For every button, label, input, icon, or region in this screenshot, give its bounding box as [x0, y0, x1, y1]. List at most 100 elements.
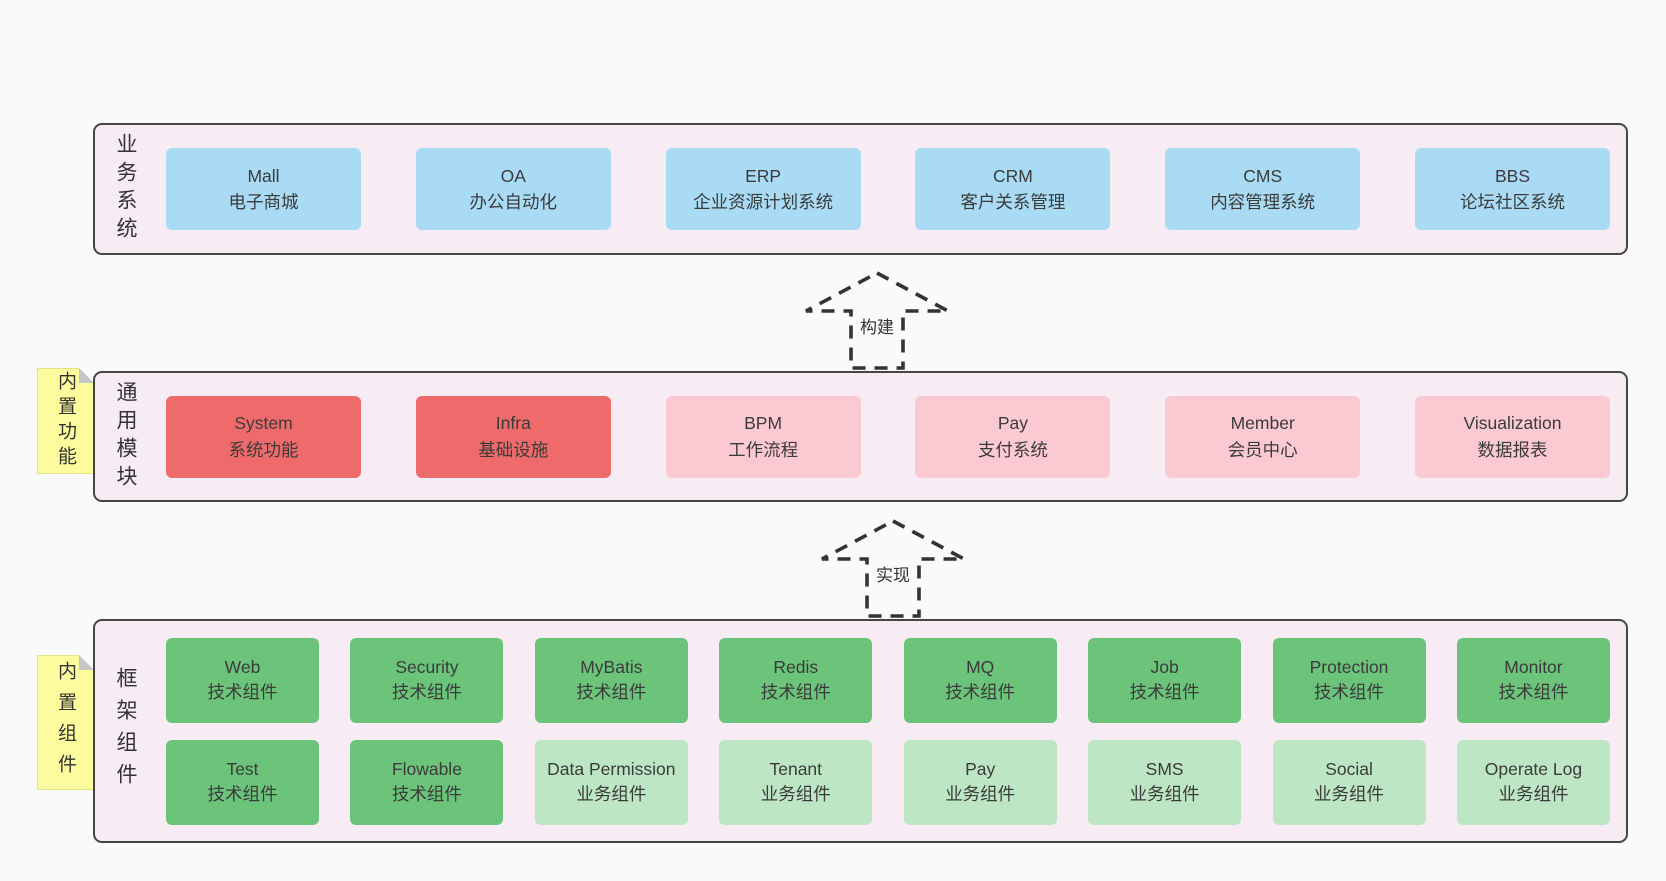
- component-boxes: Web 技术组件 Security 技术组件 MyBatis 技术组件 Redi…: [166, 637, 1610, 825]
- box-desc: 技术组件: [207, 784, 278, 804]
- dashed-up-arrow-icon: [821, 518, 965, 618]
- box-cms: CMS 内容管理系统: [1165, 148, 1361, 230]
- box-desc: 办公自动化: [469, 192, 558, 212]
- box-desc: 数据报表: [1477, 439, 1548, 460]
- box-security: Security 技术组件: [350, 637, 504, 723]
- box-job: Job 技术组件: [1088, 637, 1242, 723]
- implement-arrow-label: 实现: [874, 561, 912, 586]
- box-name: Infra: [495, 413, 531, 434]
- box-desc: 技术组件: [1129, 682, 1200, 702]
- box-mall: Mall 电子商城: [166, 148, 361, 230]
- box-desc: 业务组件: [1129, 784, 1200, 804]
- box-flowable: Flowable 技术组件: [350, 739, 504, 825]
- component-row-2: Test 技术组件 Flowable 技术组件 Data Permission …: [166, 739, 1610, 825]
- box-desc: 技术组件: [945, 682, 1016, 702]
- box-desc: 业务组件: [576, 784, 647, 804]
- box-desc: 电子商城: [228, 192, 299, 212]
- box-desc: 技术组件: [391, 784, 462, 804]
- layer-common-modules: 通用模块 System 系统功能 Infra 基础设施 BPM 工作流程 Pay…: [93, 371, 1628, 502]
- box-desc: 技术组件: [1498, 682, 1569, 702]
- box-bpm: BPM 工作流程: [665, 395, 861, 478]
- box-name: Mall: [247, 165, 280, 186]
- box-name: SMS: [1145, 759, 1184, 780]
- box-crm: CRM 客户关系管理: [915, 148, 1111, 230]
- box-desc: 技术组件: [576, 682, 647, 702]
- box-name: Protection: [1309, 657, 1389, 678]
- box-desc: 业务组件: [1498, 784, 1569, 804]
- box-name: Social: [1325, 759, 1373, 780]
- box-pay-component: Pay 业务组件: [903, 739, 1057, 825]
- box-visualization: Visualization 数据报表: [1414, 395, 1610, 478]
- box-desc: 技术组件: [391, 682, 462, 702]
- box-data-permission: Data Permission 业务组件: [534, 739, 688, 825]
- dashed-up-arrow-icon: [805, 270, 949, 370]
- business-boxes: Mall 电子商城 OA 办公自动化 ERP 企业资源计划系统 CRM 客户关系…: [166, 148, 1610, 230]
- box-tenant: Tenant 业务组件: [719, 739, 873, 825]
- build-arrow-label: 构建: [858, 313, 896, 338]
- box-infra: Infra 基础设施: [415, 395, 611, 478]
- box-desc: 内容管理系统: [1210, 192, 1316, 212]
- box-redis: Redis 技术组件: [719, 637, 873, 723]
- box-desc: 支付系统: [977, 439, 1048, 460]
- note-built-in-components: 内置组件: [37, 655, 94, 790]
- box-social: Social 业务组件: [1272, 739, 1426, 825]
- box-name: Job: [1150, 657, 1179, 678]
- note-built-in-features: 内置功能: [37, 368, 94, 474]
- box-desc: 技术组件: [1314, 682, 1385, 702]
- box-desc: 客户关系管理: [960, 192, 1066, 212]
- box-monitor: Monitor 技术组件: [1456, 637, 1610, 723]
- box-name: Redis: [773, 657, 819, 678]
- box-desc: 企业资源计划系统: [693, 192, 834, 212]
- box-oa: OA 办公自动化: [415, 148, 611, 230]
- box-test: Test 技术组件: [166, 739, 319, 825]
- box-sms: SMS 业务组件: [1088, 739, 1242, 825]
- box-pay-module: Pay 支付系统: [915, 395, 1111, 478]
- box-name: Flowable: [391, 759, 462, 780]
- box-name: Pay: [965, 759, 996, 780]
- box-mq: MQ 技术组件: [903, 637, 1057, 723]
- box-name: Data Permission: [547, 759, 676, 780]
- box-desc: 技术组件: [760, 682, 831, 702]
- box-name: Web: [224, 657, 261, 678]
- box-name: System: [234, 413, 293, 434]
- box-desc: 业务组件: [1314, 784, 1385, 804]
- box-name: Visualization: [1463, 413, 1562, 434]
- box-name: Member: [1230, 413, 1295, 434]
- layer-framework-components: 框架组件 Web 技术组件 Security 技术组件 MyBatis 技术组件…: [93, 619, 1628, 843]
- box-name: MQ: [966, 657, 995, 678]
- box-protection: Protection 技术组件: [1272, 637, 1426, 723]
- build-arrow: 构建: [802, 270, 952, 371]
- box-desc: 系统功能: [228, 439, 299, 460]
- component-row-1: Web 技术组件 Security 技术组件 MyBatis 技术组件 Redi…: [166, 637, 1610, 723]
- box-mybatis: MyBatis 技术组件: [534, 637, 688, 723]
- box-member: Member 会员中心: [1165, 395, 1361, 478]
- layer-components-label: 框架组件: [114, 667, 137, 795]
- box-name: ERP: [745, 165, 782, 186]
- box-web: Web 技术组件: [166, 637, 319, 723]
- box-name: MyBatis: [580, 657, 643, 678]
- box-name: BPM: [744, 413, 783, 434]
- box-name: Security: [395, 657, 459, 678]
- box-desc: 工作流程: [728, 439, 799, 460]
- box-desc: 基础设施: [478, 439, 549, 460]
- box-desc: 技术组件: [207, 682, 278, 702]
- box-name: Tenant: [769, 759, 823, 780]
- box-desc: 会员中心: [1227, 439, 1298, 460]
- box-name: Operate Log: [1484, 759, 1583, 780]
- box-name: CRM: [992, 165, 1033, 186]
- box-name: OA: [500, 165, 526, 186]
- box-system: System 系统功能: [166, 395, 361, 478]
- box-bbs: BBS 论坛社区系统: [1414, 148, 1610, 230]
- box-name: Monitor: [1504, 657, 1563, 678]
- box-name: CMS: [1243, 165, 1283, 186]
- box-operate-log: Operate Log 业务组件: [1456, 739, 1610, 825]
- implement-arrow: 实现: [818, 518, 968, 619]
- box-name: BBS: [1494, 165, 1530, 186]
- layer-business-systems: 业务系统 Mall 电子商城 OA 办公自动化 ERP 企业资源计划系统 CRM…: [93, 123, 1628, 255]
- box-desc: 业务组件: [945, 784, 1016, 804]
- layer-business-label: 业务系统: [114, 133, 137, 245]
- box-name: Test: [226, 759, 259, 780]
- box-name: Pay: [997, 413, 1028, 434]
- box-desc: 论坛社区系统: [1459, 192, 1565, 212]
